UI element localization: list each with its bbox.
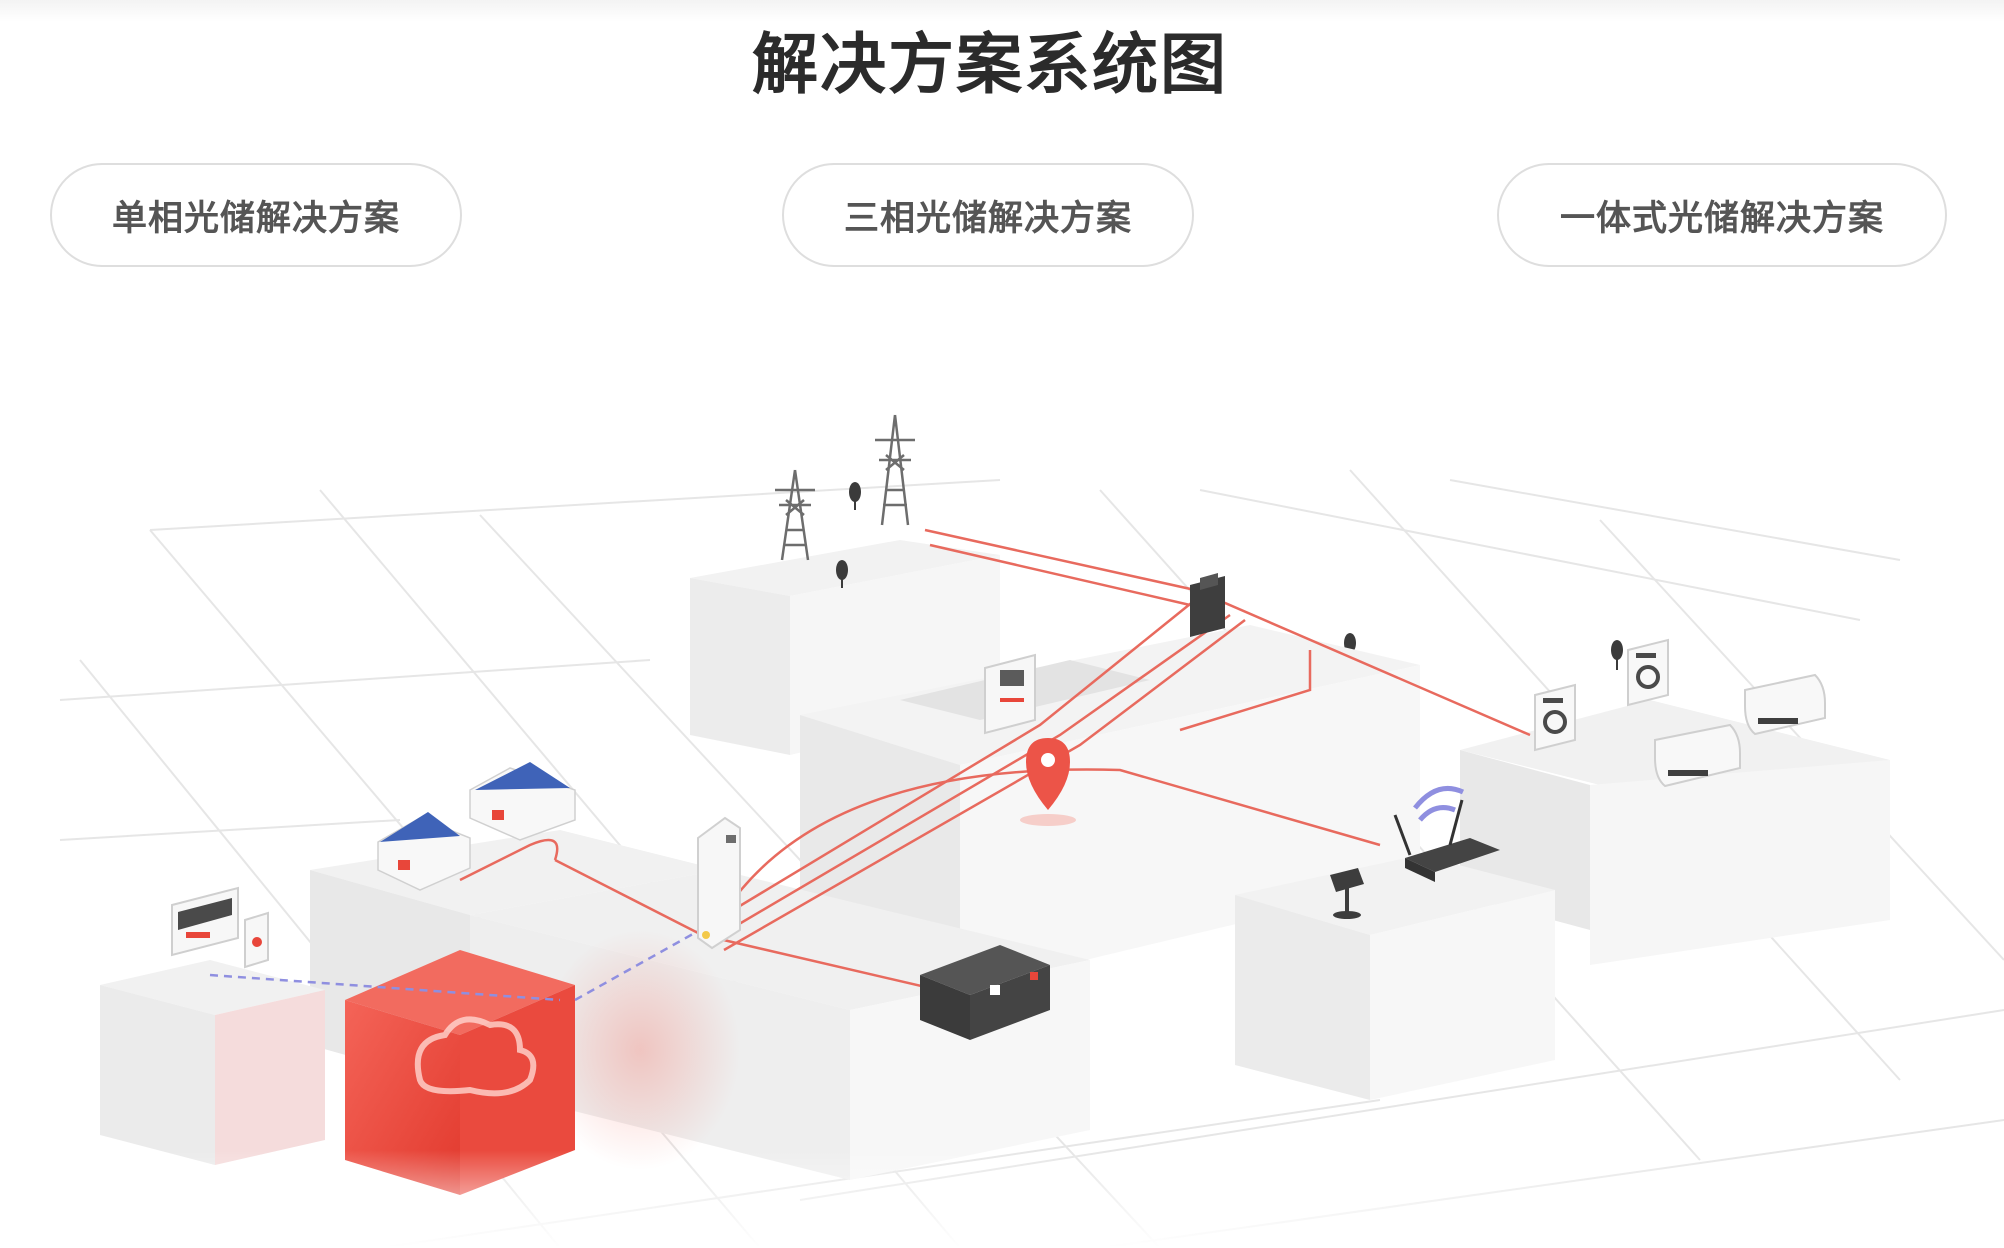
washing-machine-icon (1534, 638, 1669, 752)
page-title: 解决方案系统图 (752, 26, 1228, 103)
hybrid-inverter-icon (697, 816, 741, 950)
location-pin-icon (1020, 738, 1076, 826)
data-link-line (209, 973, 561, 1002)
lamp-icon (1330, 868, 1364, 919)
battery-icon (920, 945, 1050, 1040)
inverter-icon (1190, 573, 1225, 637)
monitor-icon (171, 886, 269, 969)
data-link-line (574, 928, 701, 1002)
router-platform (1235, 855, 1555, 1100)
tab-three-phase[interactable]: 三相光储解决方案 (782, 163, 1194, 267)
monitor-platform (100, 960, 325, 1165)
system-diagram (0, 414, 2004, 1248)
house-solar-icon (377, 762, 576, 891)
air-conditioner-icon (1654, 673, 1826, 788)
grid-meter-icon (984, 653, 1036, 735)
tab-single-phase[interactable]: 单相光储解决方案 (50, 163, 462, 267)
router-wifi-icon (1393, 786, 1500, 882)
cloud-icon (414, 1016, 537, 1097)
transmission-tower-icon (775, 414, 915, 561)
tab-all-in-one[interactable]: 一体式光储解决方案 (1497, 163, 1947, 267)
red-cube (345, 950, 575, 1195)
